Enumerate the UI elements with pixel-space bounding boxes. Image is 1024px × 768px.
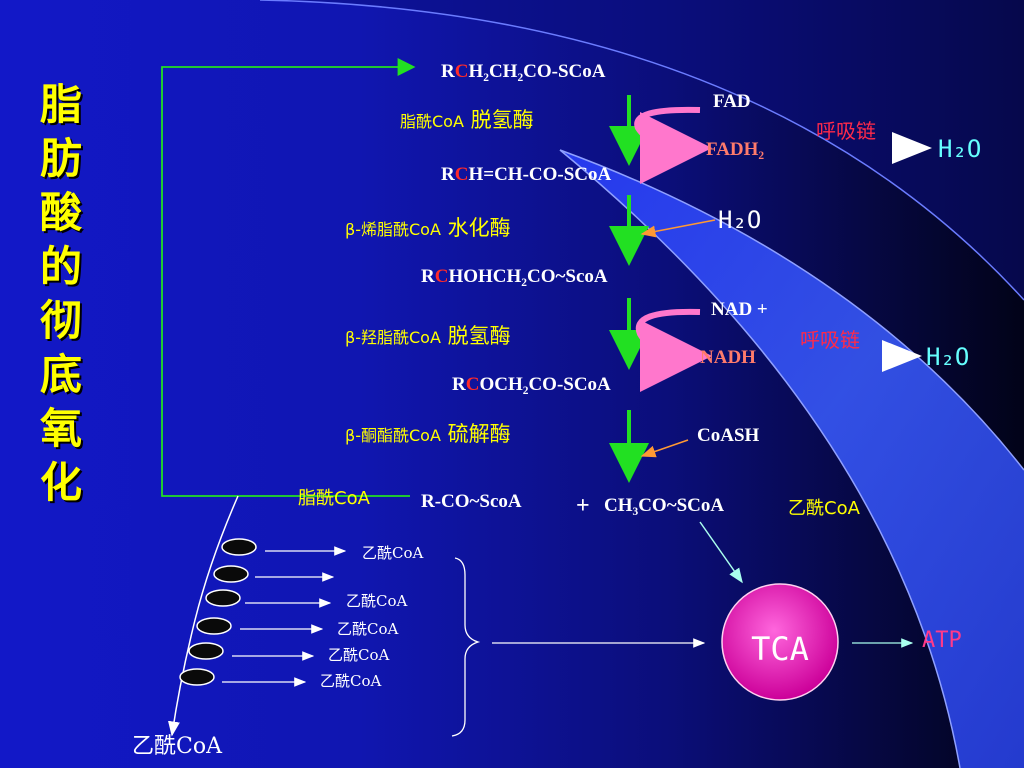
- acetyl-coa-item: 乙酰CoA: [362, 544, 424, 562]
- enzyme-hydroxyacyl-coa-dehydrogenase: β-羟脂酰CoA 脱氢酶: [345, 324, 511, 348]
- compound-shortened-acyl-coa: R-CO~ScoA: [421, 491, 522, 512]
- water-input: H₂O: [718, 206, 762, 234]
- compound-acyl-coa: RCH₂CH₂CO-SCoA: [441, 61, 606, 82]
- cofactor-nad: NAD +: [711, 299, 768, 320]
- atp-label: ATP: [922, 628, 962, 653]
- acetyl-coa-item: 乙酰CoA: [328, 646, 390, 664]
- water-output: H₂O: [926, 343, 970, 371]
- cofactor-coash: CoASH: [697, 425, 760, 446]
- compound-hydroxyacyl-coa: RCHOHCH₂CO~ScoA: [421, 266, 608, 287]
- respiratory-chain-label: 呼吸链: [816, 119, 876, 143]
- acetyl-coa-item: 乙酰CoA: [337, 620, 399, 638]
- title-char: 酸: [39, 188, 82, 237]
- plus-sign: +: [576, 493, 590, 519]
- cofactor-fad: FAD: [713, 91, 751, 112]
- enzyme-enoyl-coa-hydratase: β-烯脂酰CoA 水化酶: [345, 216, 511, 240]
- slide-title: 脂 肪 酸 的 彻 底 氧 化: [34, 78, 88, 510]
- compound-enoyl-coa: RCH=CH-CO-SCoA: [441, 164, 612, 185]
- title-char: 彻: [39, 296, 82, 345]
- title-char: 脂: [39, 80, 82, 129]
- cofactor-nadh: NADH: [700, 347, 756, 368]
- title-char: 底: [39, 350, 82, 399]
- water-output: H₂O: [938, 135, 982, 163]
- acetyl-coa-label: 乙酰CoA: [788, 498, 860, 519]
- tca-cycle-label: TCA: [751, 630, 809, 668]
- title-char: 肪: [39, 134, 82, 183]
- compound-ketoacyl-coa: RCOCH₂CO-SCoA: [452, 374, 611, 395]
- compound-acetyl-coa: CH₃CO~SCoA: [604, 495, 725, 516]
- acetyl-coa-item: 乙酰CoA: [320, 672, 382, 690]
- respiratory-chain-label: 呼吸链: [800, 328, 860, 352]
- acyl-coa-label: 脂酰CoA: [298, 488, 370, 509]
- acetyl-coa-item: 乙酰CoA: [346, 592, 408, 610]
- title-char: 的: [39, 242, 82, 291]
- title-char: 化: [39, 458, 82, 507]
- enzyme-thiolase: β-酮酯酰CoA 硫解酶: [345, 422, 511, 446]
- title-char: 氧: [39, 404, 82, 453]
- bottom-acetyl-coa-label: 乙酰CoA: [132, 734, 222, 759]
- enzyme-acyl-coa-dehydrogenase: 脂酰CoA 脱氢酶: [400, 108, 534, 132]
- cofactor-fadh2: FADH₂: [706, 139, 765, 160]
